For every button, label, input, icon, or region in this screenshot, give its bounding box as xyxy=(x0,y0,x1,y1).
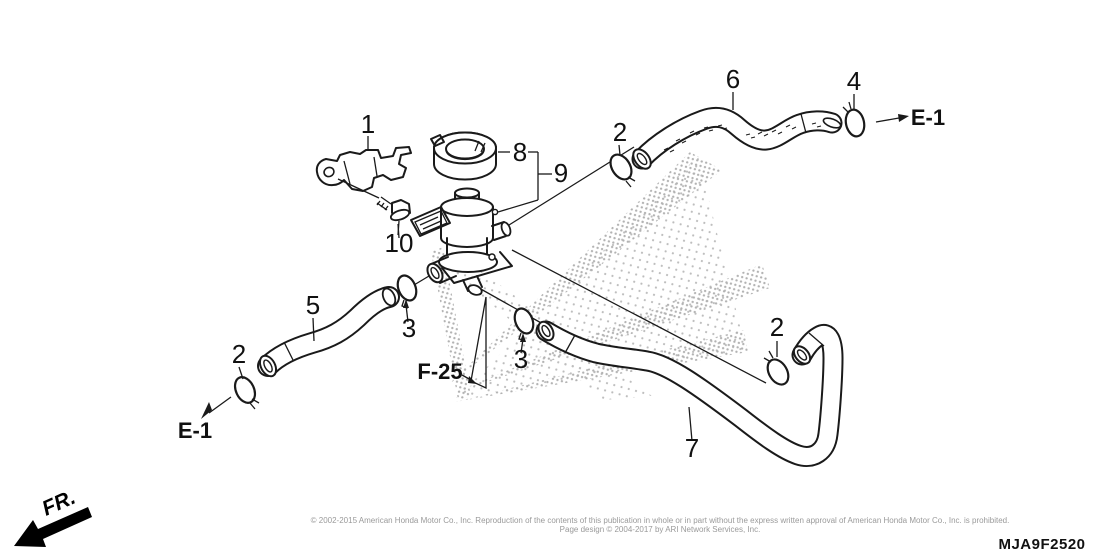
callout-7[interactable]: 7 xyxy=(685,433,699,463)
hose-6-texture xyxy=(663,122,822,153)
e1-arrow-bottom xyxy=(201,396,232,419)
ref-f25[interactable]: F-25 xyxy=(417,359,462,384)
copyright-line-2: Page design © 2004-2017 by ARI Network S… xyxy=(560,525,761,534)
stay-bracket xyxy=(315,146,412,192)
callout-numbers: 1 2 2 2 3 3 4 5 6 7 8 9 10 xyxy=(232,64,861,463)
ref-e1-bottom[interactable]: E-1 xyxy=(178,418,212,443)
callout-4[interactable]: 4 xyxy=(847,66,861,96)
hose-6 xyxy=(631,106,843,170)
callout-6[interactable]: 6 xyxy=(726,64,740,94)
e1-arrow-top xyxy=(875,114,909,123)
hose-7 xyxy=(535,320,844,467)
diagram-code: MJA9F2520 xyxy=(998,536,1085,553)
clip-3-left xyxy=(396,274,418,309)
clip-3-right xyxy=(513,307,535,341)
valve-rubber-ring xyxy=(430,131,497,181)
callout-10[interactable]: 10 xyxy=(385,228,414,258)
flange-bolt xyxy=(376,196,411,236)
callout-9[interactable]: 9 xyxy=(554,158,568,188)
callout-2-hose7[interactable]: 2 xyxy=(770,312,784,342)
clip-2-hose6 xyxy=(609,153,636,188)
air-injection-control-valve xyxy=(410,187,513,296)
callout-5[interactable]: 5 xyxy=(306,290,320,320)
ref-e1-top[interactable]: E-1 xyxy=(911,105,945,130)
callout-3-right[interactable]: 3 xyxy=(514,344,528,374)
f25-arrow xyxy=(461,374,477,384)
f25-view-wedge xyxy=(470,296,487,390)
clip-4-hose6 xyxy=(842,101,866,138)
callout-2-hose6[interactable]: 2 xyxy=(613,117,627,147)
callout-8[interactable]: 8 xyxy=(513,137,527,167)
callout-1[interactable]: 1 xyxy=(361,109,375,139)
clip-2-hose5 xyxy=(233,376,260,410)
copyright-line-1: © 2002-2015 American Honda Motor Co., In… xyxy=(311,516,1010,525)
callout-3-left[interactable]: 3 xyxy=(402,313,416,343)
hose-5 xyxy=(257,286,400,378)
callout-2-hose5[interactable]: 2 xyxy=(232,339,246,369)
clip-2-hose7 xyxy=(763,350,790,386)
callout-leaders xyxy=(238,92,855,442)
front-direction-arrow: FR. xyxy=(14,486,92,547)
